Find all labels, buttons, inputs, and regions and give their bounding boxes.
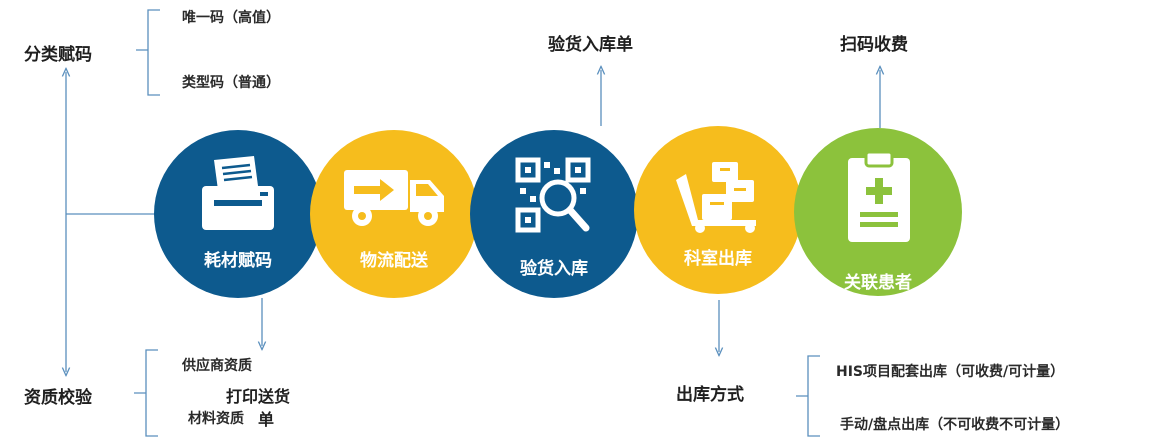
step-label: 关联患者 (844, 273, 912, 293)
inspection-receipt-label: 验货入库单 (548, 35, 633, 55)
outbound-item-his: HIS项目配套出库（可收费/可计量） (836, 364, 1065, 380)
printer-icon (202, 156, 274, 230)
step-inspection: 验货入库 (470, 130, 638, 298)
clipboard-plus-icon (848, 150, 910, 242)
outbound-title: 出库方式 (676, 385, 744, 405)
bracket-outbound (796, 355, 820, 437)
qualification-item-material: 材料资质 (188, 411, 244, 427)
step-logistics: 物流配送 (310, 130, 478, 298)
bracket-classification (136, 9, 160, 96)
step-label: 科室出库 (684, 249, 752, 269)
qualification-title: 资质校验 (24, 388, 92, 408)
bracket-qualification (134, 349, 158, 437)
qualification-item-receipt-suffix: 单 (258, 410, 275, 429)
step-department-outbound: 科室出库 (634, 126, 802, 294)
qr-scan-icon (515, 157, 591, 233)
step-label: 物流配送 (360, 251, 428, 271)
step-label: 验货入库 (520, 259, 588, 279)
classification-title: 分类赋码 (24, 45, 92, 65)
qualification-item-supplier: 供应商资质 (182, 358, 252, 374)
scan-charge-label: 扫码收费 (840, 35, 908, 55)
cart-boxes-icon (676, 162, 756, 233)
truck-icon (344, 170, 444, 226)
classification-item-type: 类型码（普通） (182, 75, 280, 91)
qualification-item-print: 打印送货 (226, 387, 291, 406)
step-link-patient: 关联患者 (794, 128, 962, 296)
step-label: 耗材赋码 (204, 251, 272, 271)
step-consumable-coding: 耗材赋码 (154, 130, 322, 298)
outbound-item-manual: 手动/盘点出库（不可收费不可计量） (840, 417, 1070, 433)
classification-item-unique: 唯一码（高值） (182, 10, 280, 26)
